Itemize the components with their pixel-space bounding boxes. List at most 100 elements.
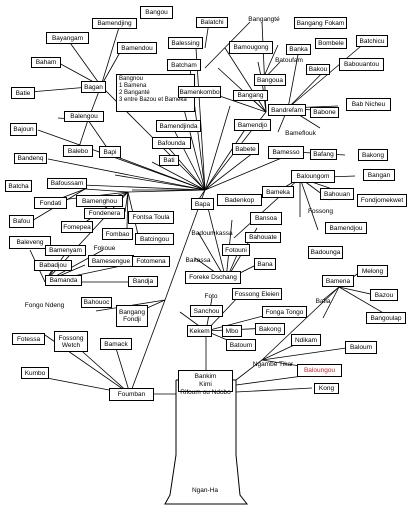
node-batcha: Batcha xyxy=(5,180,32,192)
node-foreke-dschang: Foreke Dschang xyxy=(185,271,241,284)
node-fondati: Fondati xyxy=(34,197,67,209)
node-bamendjinda: Bamendjinda xyxy=(156,120,201,132)
node-balessing: Balessing xyxy=(168,37,203,49)
node-kong: Kong xyxy=(314,383,339,394)
node-bakong-center: Bakong xyxy=(255,323,285,335)
node-fondjomekwet: Fondjomekwet xyxy=(357,194,407,207)
node-bangangte: Bangangté xyxy=(248,16,280,23)
node-bandrefam: Bandrefam xyxy=(268,104,306,116)
node-melong: Melong xyxy=(357,265,388,277)
node-bamendjo: Bamendjo xyxy=(234,119,271,131)
node-bansoa: Bansoa xyxy=(250,212,282,225)
node-bombele: Bombele xyxy=(315,38,347,49)
node-bamenkombo: Bamenkombo xyxy=(178,86,221,98)
node-fonga-tongo: Fonga Tongo xyxy=(262,306,307,318)
node-bahouan: Bahouan xyxy=(320,188,354,200)
node-bamesengue: Bamesengue xyxy=(88,255,134,267)
node-batoufam: Batoufam xyxy=(275,56,303,64)
node-fomepea: Fomepea xyxy=(61,221,93,233)
node-fondenera: Fondenera xyxy=(84,208,125,219)
node-fombao: Fombao xyxy=(102,228,133,240)
node-bamesso: Bamesso xyxy=(268,146,304,159)
node-bafia: Bafia xyxy=(315,298,331,305)
node-bafou: Bafou xyxy=(9,215,34,228)
node-bankim: Bankim xyxy=(194,373,217,380)
legend-title: Bangnou xyxy=(119,76,144,82)
node-bameflouk: Bameflouk xyxy=(285,130,316,137)
node-ndikam: Ndikam xyxy=(291,334,321,346)
node-baloungom: Baloungom xyxy=(291,170,335,183)
node-bafang: Bafang xyxy=(310,149,337,160)
node-banka: Banka xyxy=(286,44,311,55)
node-bangan: Bangan xyxy=(363,169,395,181)
node-bana: Bana xyxy=(254,258,276,270)
node-bakou: Bakou xyxy=(306,64,330,75)
node-bangang: Bangang xyxy=(233,90,268,101)
node-sanchou: Sanchou xyxy=(190,305,223,317)
node-bahouoc: Bahouoc xyxy=(81,297,112,308)
node-bakassa: Bakassa xyxy=(185,257,211,264)
node-bamendjing: Bamendjing xyxy=(92,18,137,29)
node-balebo: Balebo xyxy=(63,145,93,157)
node-bangang-fokam: Bangang Fokam xyxy=(294,17,347,29)
node-baloum: Baloum xyxy=(345,341,377,354)
node-babone: Babone xyxy=(310,107,339,118)
node-kimi: Kimi xyxy=(199,381,212,388)
node-bafoussam: Bafoussam xyxy=(47,178,87,189)
node-badounga: Badounga xyxy=(308,246,343,259)
legend-item: 2 Banganté xyxy=(119,90,150,96)
node-batie: Batie xyxy=(11,87,35,99)
node-batcingou: Batcingou xyxy=(135,233,174,245)
node-bamena: Bamena xyxy=(322,275,354,287)
node-bakong-right: Bakong xyxy=(358,149,388,161)
node-bati: Bati xyxy=(159,155,179,166)
node-bamanda: Bamanda xyxy=(45,275,82,286)
node-badoumkassa: Badoumkassa xyxy=(191,230,233,237)
node-bahouate: Bahouate xyxy=(245,232,281,243)
node-bafounda: Bafounda xyxy=(152,137,191,149)
node-babouantou: Babouantou xyxy=(339,58,384,71)
node-fossong-eleien: Fossong Eleien xyxy=(232,288,282,300)
node-fokoue: Fokoue xyxy=(93,245,116,252)
node-bazou: Bazou xyxy=(370,289,398,301)
node-rifoum: Rifoum ou Ndobo xyxy=(180,389,231,396)
node-babadjou: Babadjou xyxy=(34,260,72,271)
node-baleveng: Baleveng xyxy=(9,236,51,249)
node-mbo: Mbo xyxy=(222,325,242,337)
node-ngan-ha: Ngan-Ha xyxy=(191,486,218,494)
node-bangoua: Bangoua xyxy=(254,74,286,86)
node-fotouni: Fotouni xyxy=(222,244,250,256)
node-fossong-wetch: Fossong Wetch xyxy=(54,331,88,352)
node-kekem: Kekem xyxy=(187,325,212,337)
legend-item: 1 Bamena xyxy=(119,83,147,89)
node-bapi: Bapi xyxy=(99,146,121,158)
node-baloungou: Baloungou xyxy=(297,364,342,377)
legend-item: 3 entre Bazou et Bameka xyxy=(119,97,187,103)
node-bandeng: Bandenq xyxy=(14,153,47,164)
node-bayangam: Bayangam xyxy=(46,32,89,44)
node-bamenghou: Bamenghou xyxy=(76,195,123,207)
node-fotessa: Fotessa xyxy=(12,333,45,345)
node-bankim-group: Bankim Kimi Rifoum ou Ndobo xyxy=(178,370,233,396)
node-bamougong: Bamougong xyxy=(229,41,273,54)
node-bagan: Bagan xyxy=(81,81,106,93)
node-bangou: Bangou xyxy=(140,6,173,19)
node-bapa: Bapa xyxy=(191,198,214,210)
node-bangang-fondji: Bangang Fondji xyxy=(116,305,148,327)
node-fossong: Fossong xyxy=(308,208,333,215)
node-bamenyam: Bamenyam xyxy=(45,245,86,256)
node-bajoun: Bajoun xyxy=(10,123,37,136)
node-batchicu: Batchicu xyxy=(356,35,388,47)
node-batcham: Batcham xyxy=(167,59,201,71)
node-fotomena: Fotomena xyxy=(132,256,170,267)
node-babete: Babete xyxy=(232,143,259,155)
node-bameka: Bameka xyxy=(262,186,294,198)
node-balatchi: Balatchi xyxy=(196,17,228,28)
node-bamendou: Bamendou xyxy=(117,42,157,54)
node-batoum: Batoum xyxy=(226,339,256,351)
node-ngambe-tikar: Ngambe Tikar xyxy=(252,361,294,368)
node-bamack: Bamack xyxy=(100,338,132,350)
node-fontsa-toula: Fontsa Toula xyxy=(128,211,174,224)
node-baham: Baham xyxy=(31,57,61,68)
